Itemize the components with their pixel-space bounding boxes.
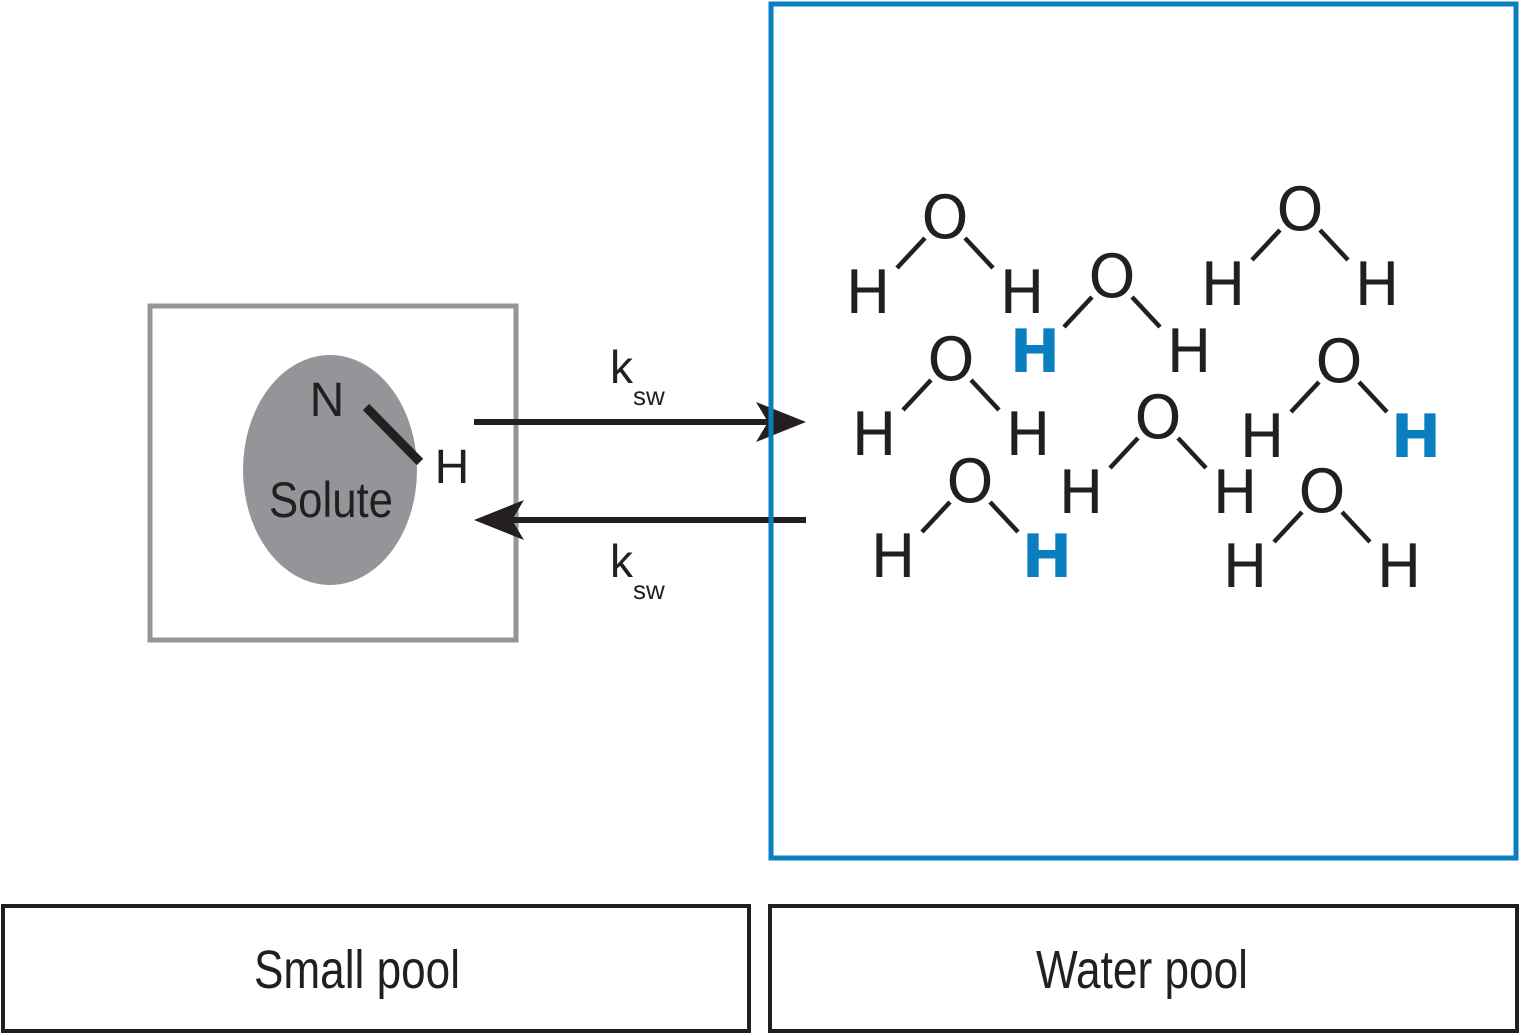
oxygen-atom: O — [1315, 327, 1362, 397]
hydrogen-atom: H — [845, 258, 890, 328]
oh-bond — [1289, 380, 1321, 414]
hydrogen-atom: H — [1239, 402, 1284, 472]
oh-bond — [1272, 510, 1304, 544]
oh-bond — [1250, 228, 1282, 262]
oh-bond — [1318, 228, 1350, 262]
reverse-rate-sub: sw — [633, 575, 665, 605]
oxygen-atom: O — [1298, 457, 1345, 527]
exchanged-hydrogen-atom: H — [1391, 402, 1441, 472]
water-pool-label-box — [768, 904, 1519, 1033]
oh-bond — [1176, 436, 1208, 470]
exchanged-hydrogen-atom: H — [1022, 522, 1072, 592]
oxygen-atom: O — [946, 447, 993, 517]
oxygen-atom: O — [927, 325, 974, 395]
solute-nh-bond — [362, 403, 424, 466]
oh-bond — [920, 500, 952, 534]
hydrogen-atom: H — [999, 258, 1044, 328]
solute-h-atom: H — [435, 441, 470, 494]
small-pool-label: Small pool — [254, 940, 460, 1000]
forward-rate-k: k — [610, 341, 634, 393]
hydrogen-atom: H — [1005, 400, 1050, 470]
hydrogen-atom: H — [851, 400, 896, 470]
oh-bond — [1340, 510, 1372, 544]
forward-rate-sub: sw — [633, 381, 665, 411]
oxygen-atom: O — [1134, 383, 1181, 453]
hydrogen-atom: H — [1376, 532, 1421, 602]
solute-label: Solute — [269, 472, 393, 528]
oxygen-atom: O — [1276, 175, 1323, 245]
hydrogen-atom: H — [870, 522, 915, 592]
water-pool-box — [768, 1, 1519, 861]
oh-bond — [1357, 380, 1389, 414]
oh-bond — [969, 378, 1001, 412]
oh-bond — [988, 500, 1020, 534]
small-pool-box — [147, 303, 519, 643]
solute-n-atom: N — [310, 374, 345, 427]
oh-bond — [895, 236, 927, 270]
hydrogen-atom: H — [1200, 250, 1245, 320]
oh-bond — [1062, 295, 1094, 329]
oh-bond — [963, 236, 995, 270]
water-pool-label: Water pool — [1036, 940, 1248, 1000]
hydrogen-atom: H — [1166, 317, 1211, 387]
reverse-arrow-head — [474, 500, 524, 540]
oh-bond — [1130, 295, 1162, 329]
exchanged-hydrogen-atom: H — [1010, 317, 1060, 387]
oxygen-atom: O — [921, 183, 968, 253]
hydrogen-atom: H — [1212, 458, 1257, 528]
hydrogen-atom: H — [1222, 532, 1267, 602]
small-pool-label-box — [1, 904, 751, 1033]
oh-bond — [901, 378, 933, 412]
oh-bond — [1108, 436, 1140, 470]
oxygen-atom: O — [1088, 242, 1135, 312]
hydrogen-atom: H — [1354, 250, 1399, 320]
reverse-rate-k: k — [610, 535, 634, 587]
hydrogen-atom: H — [1058, 458, 1103, 528]
